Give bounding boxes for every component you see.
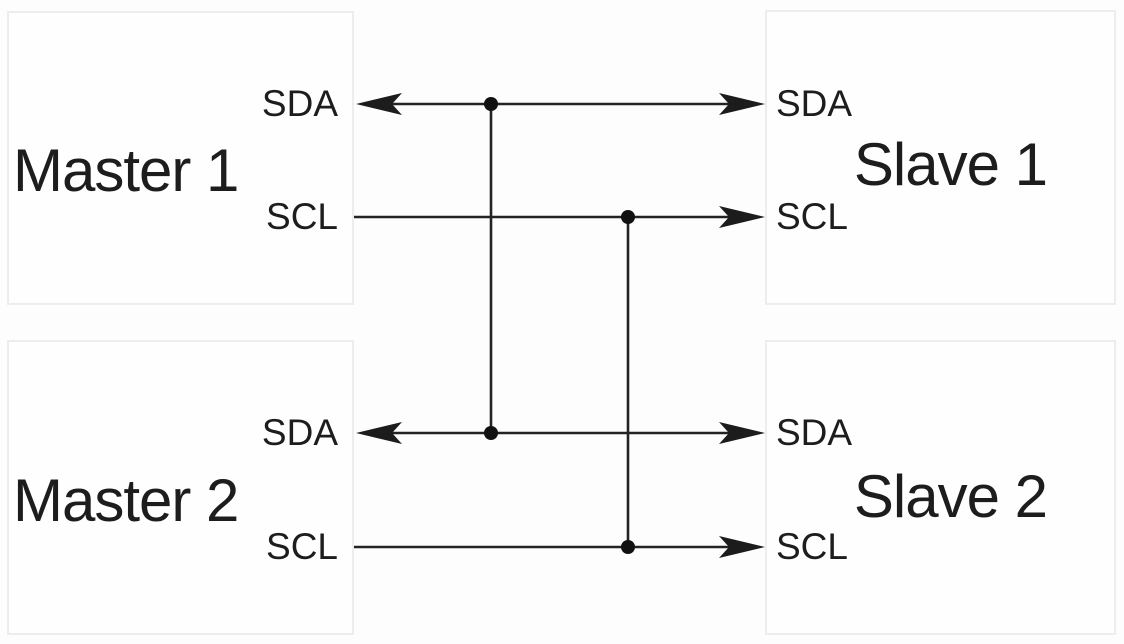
arrowhead-right-icon	[719, 536, 765, 558]
arrowhead-right-icon	[719, 422, 765, 444]
arrowhead-right-icon	[719, 206, 765, 228]
pin-label-master2-sda: SDA	[261, 412, 338, 453]
device-label-slave-2: Slave 2	[853, 463, 1048, 530]
junction-dot-scl-top	[621, 210, 635, 224]
device-box-slave-1	[765, 10, 1116, 305]
pin-label-slave1-sda: SDA	[776, 83, 853, 124]
junction-dot-scl-bottom	[621, 540, 635, 554]
device-box-master-1	[7, 11, 354, 305]
pin-label-slave2-scl: SCL	[776, 526, 848, 567]
pin-label-slave2-sda: SDA	[776, 412, 853, 453]
pin-label-master1-sda: SDA	[261, 83, 338, 124]
junction-dot-sda-bottom	[484, 426, 498, 440]
device-label-master-2: Master 2	[13, 467, 239, 534]
arrowhead-right-icon	[719, 93, 765, 115]
device-label-master-1: Master 1	[13, 137, 239, 204]
arrowhead-left-icon	[356, 93, 402, 115]
pin-label-master1-scl: SCL	[266, 196, 338, 237]
pin-label-master2-scl: SCL	[266, 526, 338, 567]
device-box-master-2	[7, 340, 354, 635]
junction-dot-sda-top	[484, 97, 498, 111]
pin-label-slave1-scl: SCL	[776, 196, 848, 237]
arrowhead-left-icon	[356, 422, 402, 444]
device-box-slave-2	[765, 340, 1116, 635]
device-label-slave-1: Slave 1	[853, 131, 1048, 198]
